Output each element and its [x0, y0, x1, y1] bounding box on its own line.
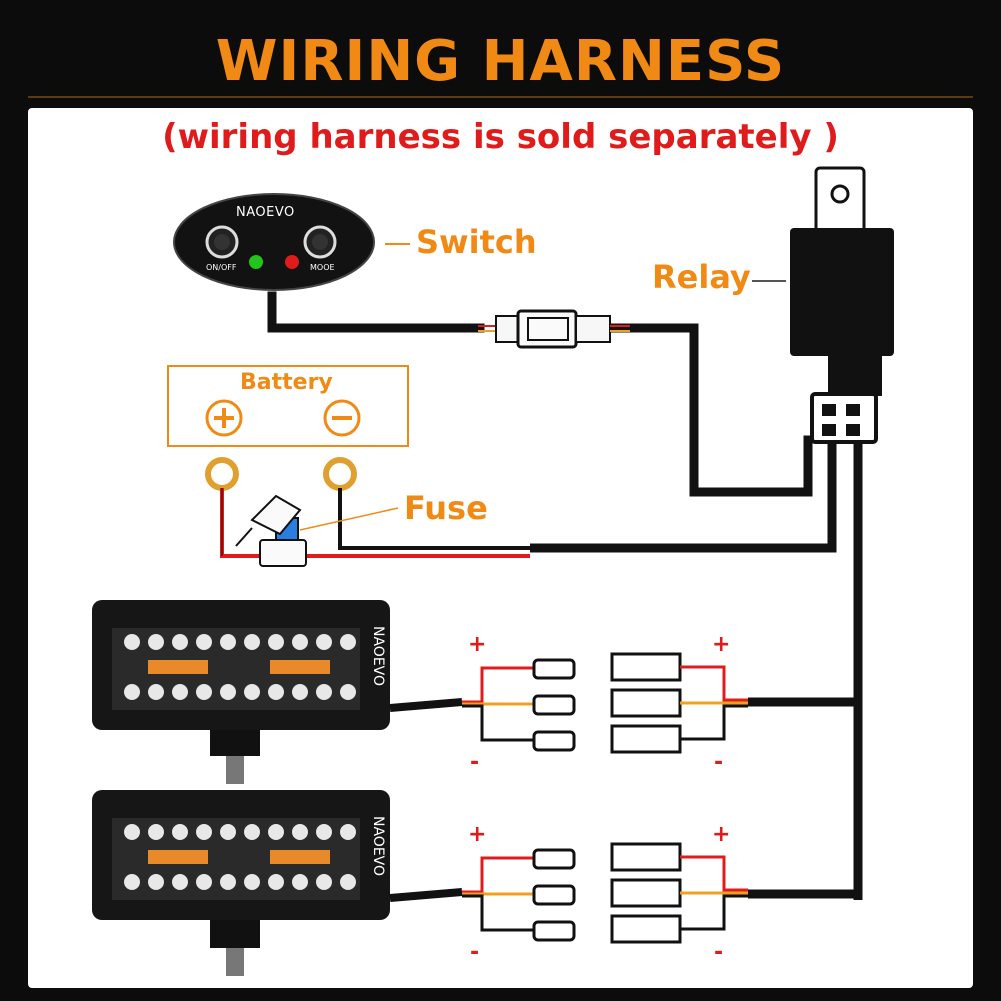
- inline-connector: [478, 309, 630, 349]
- switch-label: Switch: [416, 223, 537, 261]
- fuse-holder: [235, 494, 307, 567]
- plus-sign-left-1: +: [468, 632, 487, 657]
- left-connectors-1: [462, 658, 576, 752]
- light-bar-2: [92, 790, 390, 976]
- relay: [790, 166, 894, 444]
- switch-brand-label: NAOEVO: [236, 205, 295, 220]
- plus-sign-right-1: +: [712, 632, 731, 657]
- on-off-label: ON/OFF: [206, 263, 237, 272]
- relay-label: Relay: [652, 258, 751, 296]
- plus-sign-left-2: +: [468, 822, 487, 847]
- negative-ring-terminal: [323, 457, 357, 491]
- positive-ring-terminal: [205, 457, 239, 491]
- light-bar-1-brand: NAOEVO: [370, 626, 386, 687]
- light-bar-1: [92, 600, 390, 784]
- right-connectors-1: [610, 652, 748, 754]
- plus-sign-right-2: +: [712, 822, 731, 847]
- minus-sign-right-2: -: [714, 940, 724, 965]
- fuse-label: Fuse: [404, 489, 488, 527]
- green-indicator: [249, 255, 263, 269]
- mode-label: MOOE: [310, 263, 335, 272]
- title-divider: [28, 96, 973, 98]
- battery: [167, 365, 409, 447]
- left-connectors-2: [462, 848, 576, 942]
- battery-label: Battery: [240, 370, 333, 395]
- subtitle-note: (wiring harness is sold separately ): [162, 117, 839, 157]
- minus-sign-left-2: -: [470, 940, 480, 965]
- minus-sign-right-1: -: [714, 750, 724, 775]
- right-connectors-2: [610, 842, 748, 944]
- light-bar-2-brand: NAOEVO: [370, 816, 386, 877]
- switch-cable: [267, 291, 813, 497]
- relay-cables: [530, 440, 863, 900]
- switch-body: [173, 193, 375, 291]
- red-indicator: [285, 255, 299, 269]
- minus-sign-left-1: -: [470, 750, 480, 775]
